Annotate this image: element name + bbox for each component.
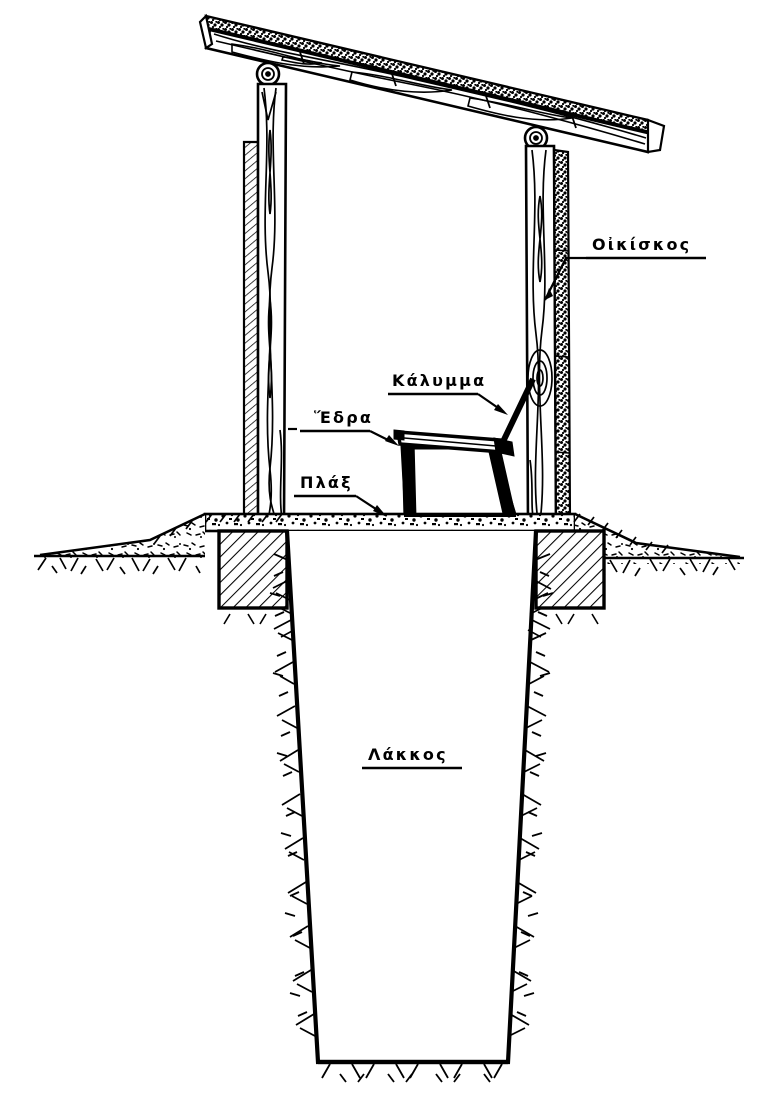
- pit-left-wall-earth-hatch: [269, 553, 316, 1037]
- left-wall-board: [242, 140, 260, 522]
- label-shelter-text: Οἰκίσκος: [592, 235, 691, 254]
- excavated-pit: [284, 530, 539, 1065]
- right-timber-post: [524, 144, 558, 526]
- label-slab: Πλάξ: [294, 473, 387, 517]
- label-shelter-leader: [544, 256, 586, 301]
- right-board-joints: [554, 249, 570, 454]
- right-post-cap: [523, 125, 549, 151]
- roof-left-end: [198, 13, 214, 50]
- right-berm-crest-ticks: [573, 513, 669, 554]
- label-pit-text: Λάκκος: [368, 745, 448, 764]
- label-cover-arrow: [494, 404, 508, 415]
- left-masonry-footing: [217, 529, 289, 610]
- ink-layer: [34, 13, 744, 1083]
- label-cover-text: Κάλυμμα: [392, 371, 486, 390]
- roof-right-end: [646, 118, 666, 154]
- left-timber-post: [256, 82, 288, 524]
- label-shelter: Οἰκίσκος: [544, 235, 706, 301]
- concrete-slab: [203, 512, 577, 533]
- label-seat-arrow: [385, 435, 399, 446]
- label-seat: Ἕδρα: [288, 408, 399, 446]
- annotation-layer: Οἰκίσκος Κάλυμμα Ἕδρα Πλάξ Λάκκος: [288, 235, 706, 770]
- right-masonry-footing: [534, 529, 606, 610]
- footing-base-earth-hatch: [223, 607, 599, 638]
- right-earth-berm: [573, 512, 741, 564]
- label-seat-text: Ἕδρα: [314, 408, 373, 427]
- right-wall-board: [552, 148, 572, 524]
- latrine-seat-box: [400, 440, 519, 522]
- label-slab-arrow: [373, 505, 387, 517]
- pit-bottom-earth-hatch: [321, 1063, 503, 1083]
- label-slab-text: Πλάξ: [300, 473, 353, 492]
- label-cover: Κάλυμμα: [388, 371, 508, 415]
- left-post-wood-grain: [261, 87, 283, 521]
- left-post-cap: [255, 61, 281, 87]
- label-pit: Λάκκος: [362, 745, 462, 770]
- sloping-timber-roof: [198, 13, 666, 154]
- lid-prop-bar: [497, 377, 536, 450]
- hinged-lid-plank: [393, 429, 515, 457]
- left-earth-berm: [39, 512, 283, 562]
- pit-right-wall-earth-hatch: [508, 553, 554, 1037]
- roof-battens: [299, 51, 577, 129]
- label-shelter-arrow: [545, 288, 553, 300]
- left-berm-crest-ticks: [153, 513, 283, 545]
